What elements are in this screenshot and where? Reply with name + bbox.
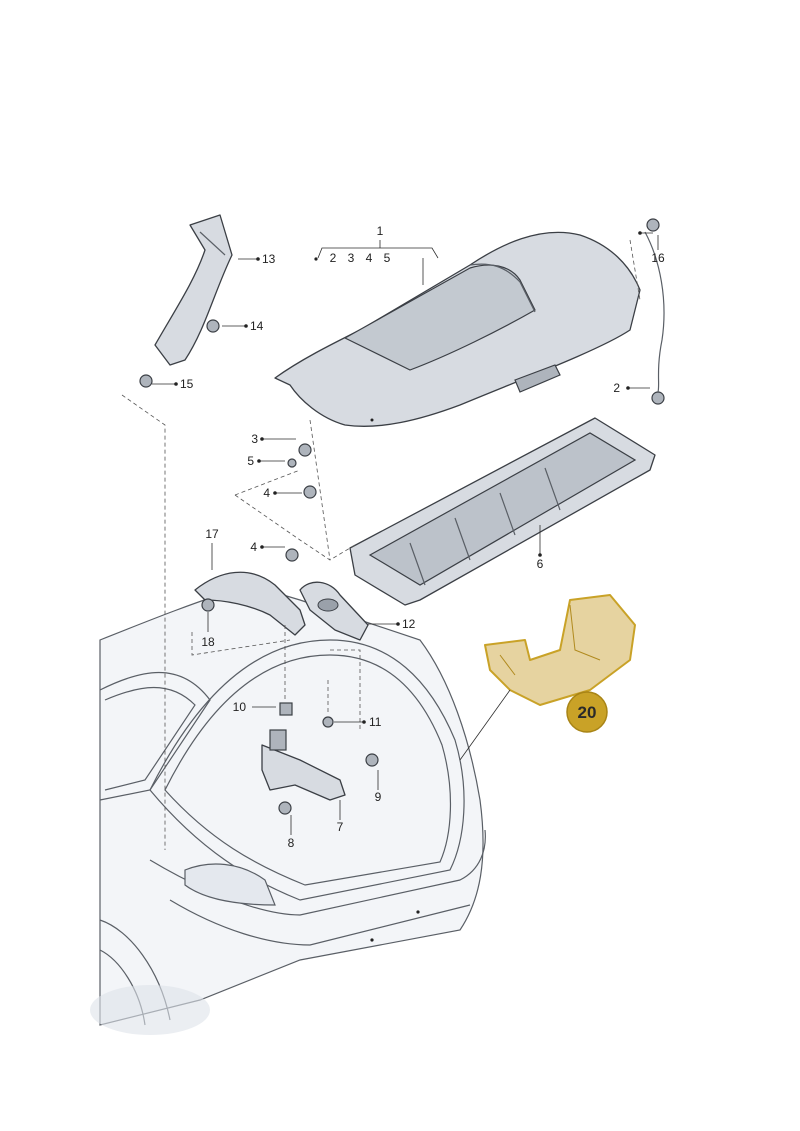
callout-2: 2 [613,381,620,395]
callout-6: 6 [537,557,544,571]
callout-17: 17 [205,527,219,541]
callout-13: 13 [262,252,276,266]
callout-8: 8 [288,836,295,850]
leader-lines [152,232,659,835]
clip-14-icon [206,319,220,333]
callout-labels: 1 2 3 4 5 13 14 15 16 2 3 5 4 4 6 17 18 … [174,224,665,850]
screw-9-icon [365,753,379,767]
callout-16: 16 [651,251,665,265]
clip-18-icon [201,598,215,612]
assembly-lines [121,239,641,850]
callout-18: 18 [201,635,215,649]
callout-group-2: 2 [330,251,337,265]
screw-8-icon [278,801,292,815]
callout-7: 7 [337,820,344,834]
bolt-16-icon [646,218,660,232]
callout-10: 10 [233,700,247,714]
callout-group-3: 3 [348,251,355,265]
nut-10-icon [279,702,293,716]
callout-12: 12 [402,617,416,631]
car-body [90,584,486,1035]
parcel-shelf-part-1 [274,231,641,427]
callout-11: 11 [369,715,382,729]
callout-1: 1 [377,224,384,238]
cord-end-2-icon [651,391,665,405]
callout-14: 14 [250,319,264,333]
fasteners [139,218,665,815]
screw-4b-icon [285,548,299,562]
side-trim-part-13 [154,214,233,366]
callout-group-4: 4 [366,251,373,265]
callout-9: 9 [375,790,382,804]
latch-bracket-part-7 [261,729,346,801]
screw-4a-icon [303,485,317,499]
trim-piece-part-17 [194,571,306,636]
callout-5: 5 [247,454,254,468]
trunk-liner-part-20[interactable] [484,594,636,706]
callout-4-lower: 4 [250,540,257,554]
badge-20-label: 20 [578,703,597,722]
clip-15-icon [139,374,153,388]
callout-3: 3 [251,432,258,446]
nut-11-icon [322,716,334,728]
hook-bracket-part-12 [299,581,369,641]
trunk-tray-part-6 [349,417,656,606]
callout-15: 15 [180,377,194,391]
bracket-3-icon [298,443,312,457]
callout-group-5: 5 [384,251,391,265]
callout-4-upper: 4 [263,486,270,500]
pin-5-icon [287,458,297,468]
badge-20[interactable]: 20 [566,691,608,733]
